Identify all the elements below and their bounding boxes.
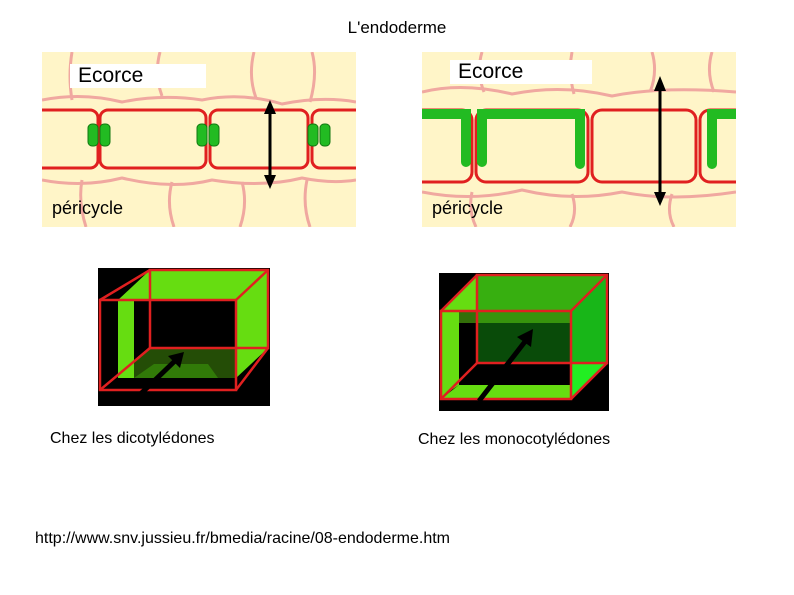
cell-edges xyxy=(439,273,609,401)
top-face xyxy=(118,270,268,300)
side-face xyxy=(236,270,268,378)
monocot-tissue-diagram: Ecorce péricycle xyxy=(422,52,736,227)
monocot-cell-3d-box xyxy=(439,273,609,411)
dicot-caption: Chez les dicotylédones xyxy=(50,430,215,447)
pericycle-label: péricycle xyxy=(52,198,124,218)
source-url: http://www.snv.jussieu.fr/bmedia/racine/… xyxy=(35,530,451,547)
dicot-box-svg xyxy=(98,268,270,406)
monocot-caption: Chez les monocotylédones xyxy=(418,431,611,448)
cortex-cell-walls xyxy=(422,52,736,227)
u-shaped-thickenings xyxy=(422,109,736,169)
cortex-label: Ecorce xyxy=(70,64,206,88)
pericycle-label: péricycle xyxy=(432,198,504,218)
cortex-cell-walls xyxy=(42,52,356,227)
monocot-box-svg xyxy=(439,273,609,411)
direction-arrow xyxy=(477,329,533,403)
dicot-tissue-diagram: Ecorce péricycle xyxy=(42,52,356,227)
thickness-arrow xyxy=(654,76,666,206)
cortex-label: Ecorce xyxy=(450,60,592,84)
direction-arrow xyxy=(126,352,184,406)
page-title: L'endoderme xyxy=(347,18,447,37)
dicot-cell-3d-box xyxy=(98,268,270,406)
casparian-strips xyxy=(87,123,331,147)
thickness-arrow xyxy=(264,100,276,189)
cell-edges xyxy=(98,268,270,392)
